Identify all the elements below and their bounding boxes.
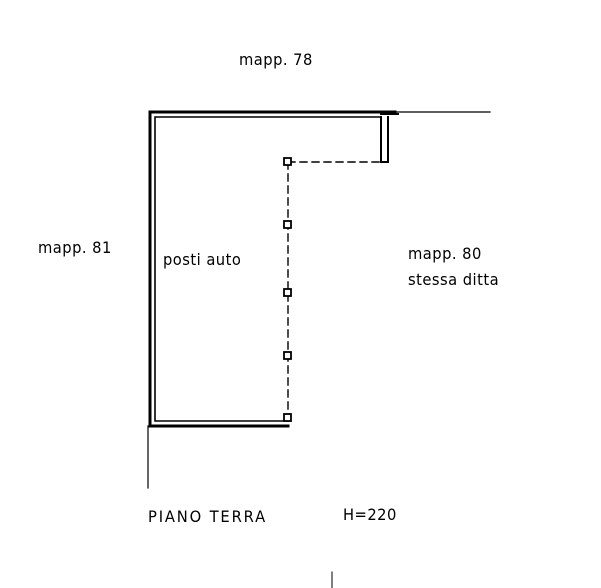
label-floor-name: PIANO TERRA	[148, 507, 268, 526]
inner-wall	[154, 116, 382, 422]
label-east-parcel: mapp. 80	[408, 244, 482, 263]
label-west-parcel: mapp. 81	[38, 238, 112, 257]
outer-wall	[148, 110, 397, 428]
label-interior: posti auto	[163, 250, 242, 269]
label-floor-height: H=220	[343, 505, 397, 524]
label-east-owner: stessa ditta	[408, 270, 500, 289]
pillar	[283, 157, 292, 166]
pillar	[283, 351, 292, 360]
label-north-parcel: mapp. 78	[239, 50, 313, 69]
pillar	[283, 220, 292, 229]
north-east-wall	[380, 116, 389, 163]
pillar	[283, 413, 292, 422]
pillar	[283, 288, 292, 297]
